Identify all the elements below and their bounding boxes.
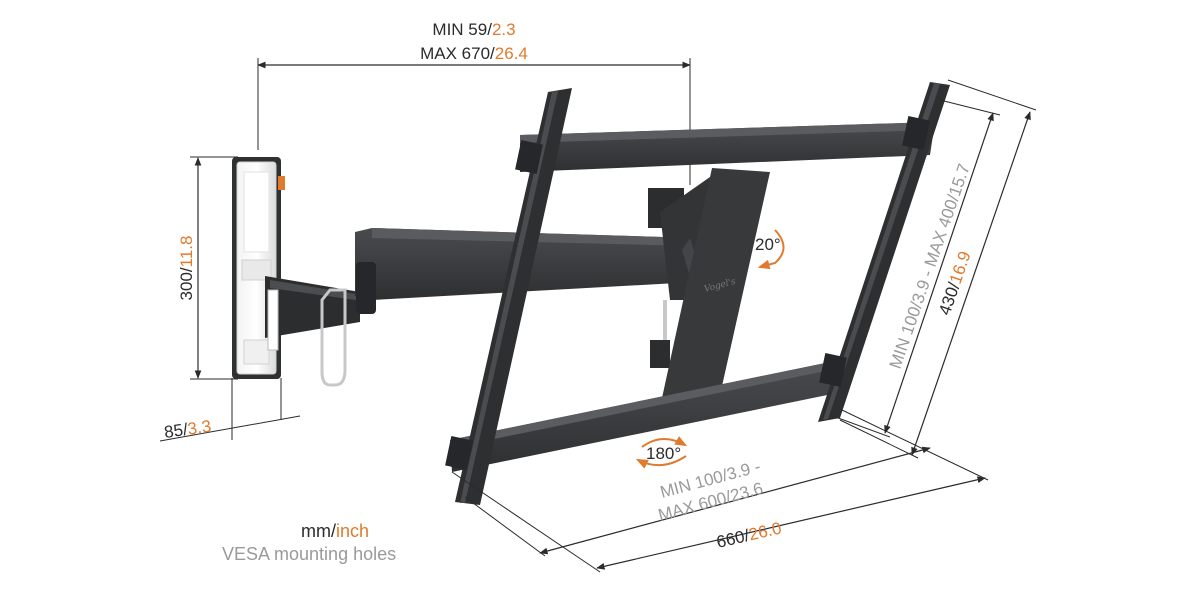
swivel-label: 180° bbox=[646, 444, 681, 463]
tilt-head: Vogel's bbox=[648, 168, 770, 398]
wall-height-dimension: 300/11.8 bbox=[177, 156, 238, 380]
units-legend: mm/inch bbox=[301, 521, 369, 542]
depth-max-label: MAX 670/26.4 bbox=[420, 44, 528, 63]
depth-dimension: MIN 59/2.3 MAX 670/26.4 bbox=[257, 20, 691, 185]
tilt-label: 20° bbox=[755, 235, 781, 254]
units-separator: / bbox=[331, 521, 337, 541]
rotate-arrows-icon bbox=[641, 436, 688, 448]
vesa-horizontal-dimension: MIN 100/3.9 - MAX 600/23.6 bbox=[464, 446, 931, 557]
wall-depth-label: 85/3.3 bbox=[163, 417, 212, 442]
total-width-dimension: 660/26.0 bbox=[451, 409, 989, 573]
units-secondary: inch bbox=[336, 521, 370, 541]
release-tab bbox=[278, 176, 285, 190]
swivel-indicator: 180° bbox=[635, 436, 688, 469]
total-width-label: 660/26.0 bbox=[715, 518, 784, 551]
wall-height-label: 300/11.8 bbox=[177, 236, 196, 301]
arm-first-segment bbox=[265, 276, 360, 387]
units-primary: mm bbox=[301, 521, 331, 541]
vesa-caption: VESA mounting holes bbox=[222, 544, 397, 564]
depth-min-label: MIN 59/2.3 bbox=[432, 20, 515, 39]
tilt-indicator: 20° bbox=[755, 229, 785, 270]
curved-arrow-icon bbox=[757, 229, 785, 270]
wall-depth-dimension: 85/3.3 bbox=[159, 378, 301, 442]
